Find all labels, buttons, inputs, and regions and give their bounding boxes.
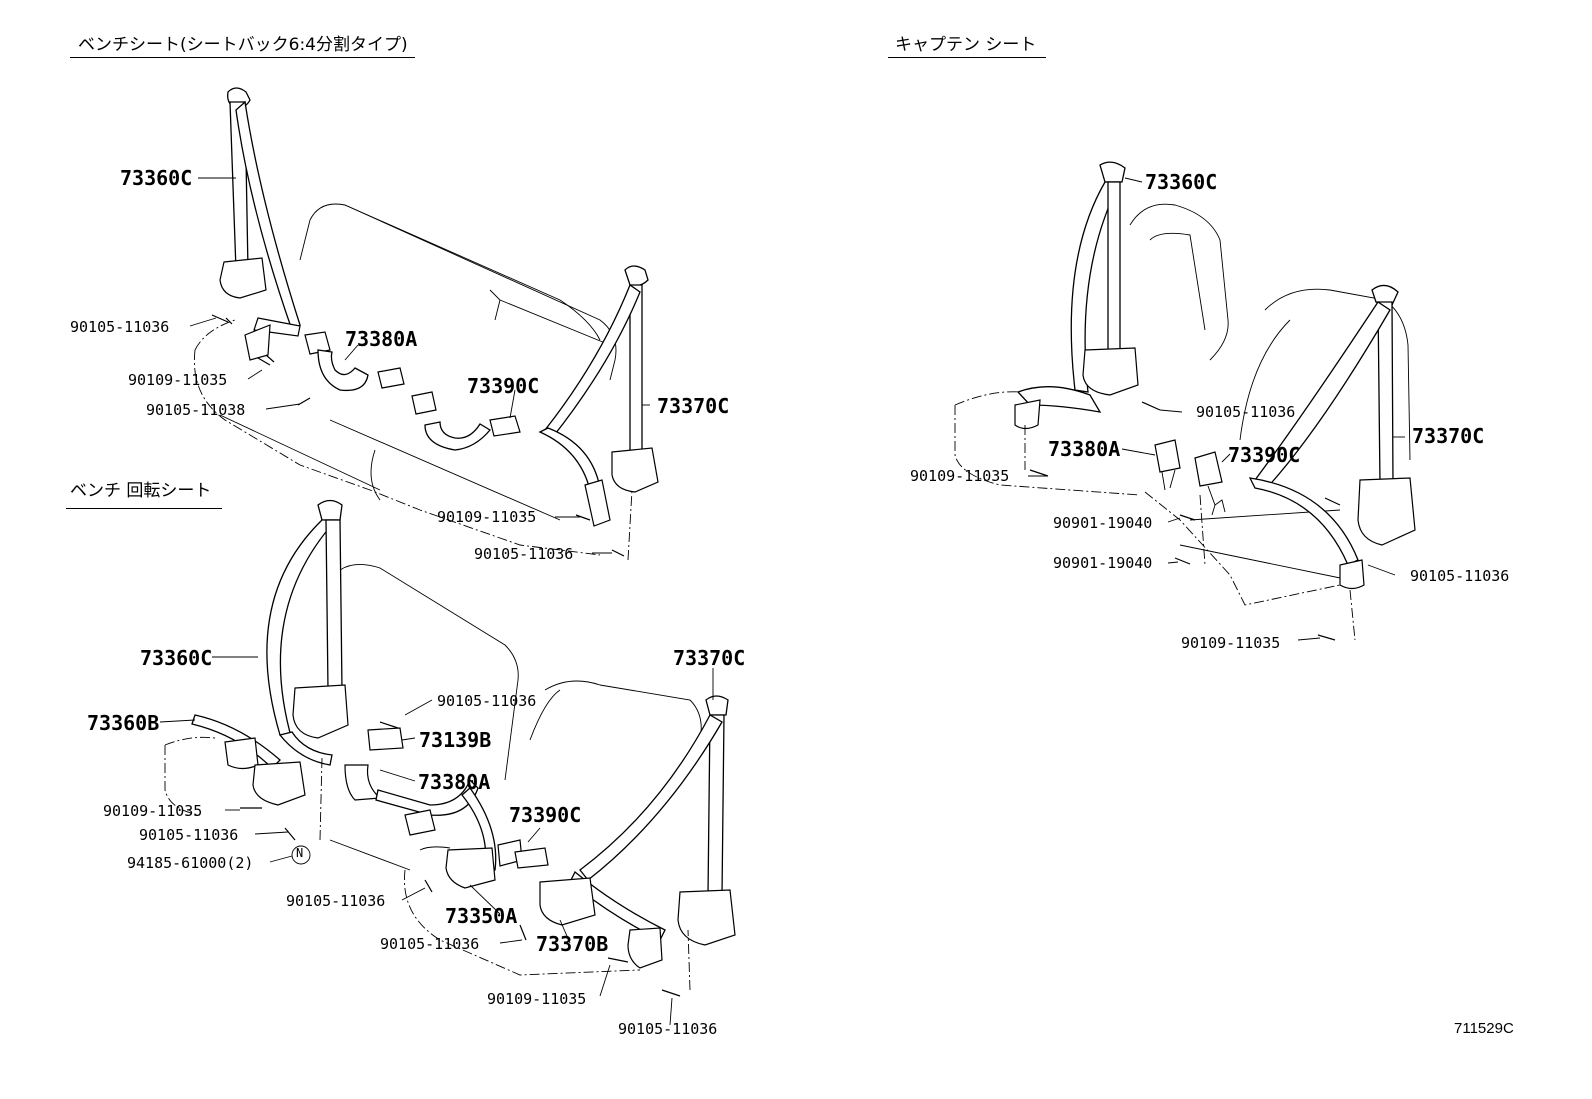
part-callout: 73360C (140, 646, 213, 670)
title-underline (888, 57, 1046, 58)
section-title-bench-swivel: ベンチ 回転シート (70, 481, 212, 501)
part-callout: 90901-19040 (1053, 554, 1153, 572)
part-callout: N (296, 846, 304, 860)
swivel-bolts (240, 721, 691, 997)
part-callout: 90105-11036 (474, 545, 574, 563)
part-callout: 73360C (1145, 170, 1218, 194)
part-callout: 90109-11035 (910, 467, 1010, 485)
captain-seat-outline (954, 203, 1411, 606)
part-callout: 73390C (1228, 443, 1301, 467)
part-callout: 73370C (673, 646, 746, 670)
belt-73360c-top (219, 87, 301, 361)
part-callout: 90105-11036 (380, 935, 480, 953)
part-callout: 73139B (419, 728, 492, 752)
part-callout: 73370C (1412, 424, 1485, 448)
part-callout: 73370C (657, 394, 730, 418)
part-callout: 90109-11035 (128, 371, 228, 389)
part-callout: 73380A (418, 770, 491, 794)
captain-bolts (1024, 401, 1356, 641)
part-callout: 90105-11038 (146, 401, 246, 419)
leaders-captain (1028, 177, 1405, 641)
diagram-code: 711529C (1454, 1020, 1514, 1037)
section-title-bench-split: ベンチシート(シートバック6:4分割タイプ) (78, 35, 408, 55)
part-callout: 90105-11036 (1410, 567, 1510, 585)
part-callout: 90105-11036 (139, 826, 239, 844)
swivel-seat-outline (164, 564, 702, 976)
leaders-swivel (159, 656, 714, 1026)
leaders-top-left (189, 177, 650, 554)
part-callout: 90105-11036 (70, 318, 170, 336)
part-callout: 90105-11036 (1196, 403, 1296, 421)
part-callout: 90109-11035 (487, 990, 587, 1008)
bolts-top (211, 314, 633, 561)
swivel-belt-73360b (191, 714, 306, 806)
title-underline (66, 508, 222, 509)
part-callout: 73380A (345, 327, 418, 351)
captain-belt-73370c (1248, 284, 1416, 590)
part-callout: 73370B (536, 932, 609, 956)
captain-buckles (1154, 439, 1226, 516)
part-callout: 90105-11036 (437, 692, 537, 710)
title-underline (70, 57, 415, 58)
part-callout: 73360B (87, 711, 160, 735)
part-callout: 73390C (509, 803, 582, 827)
part-callout: 73350A (445, 904, 518, 928)
swivel-belt-73360c (266, 499, 349, 766)
swivel-center-parts (344, 727, 549, 889)
buckle-73380a-top (304, 331, 405, 392)
belt-73370c-top (538, 265, 659, 527)
part-callout: 90105-11036 (618, 1020, 718, 1038)
part-callout: 90109-11035 (103, 802, 203, 820)
part-callout: 90109-11035 (1181, 634, 1281, 652)
part-callout: 90105-11036 (286, 892, 386, 910)
section-title-captain: キャプテン シート (895, 35, 1037, 55)
bench-seat-outline (193, 203, 617, 556)
part-callout: 73360C (120, 166, 193, 190)
part-callout: 90109-11035 (437, 508, 537, 526)
part-callout: 90901-19040 (1053, 514, 1153, 532)
part-callout: 73390C (467, 374, 540, 398)
swivel-belt-73370c (539, 695, 736, 969)
part-callout: 94185-61000(2) (127, 854, 254, 872)
part-callout: 73380A (1048, 437, 1121, 461)
captain-belt-73360c (1014, 161, 1139, 430)
buckle-73390c-top (411, 391, 521, 451)
